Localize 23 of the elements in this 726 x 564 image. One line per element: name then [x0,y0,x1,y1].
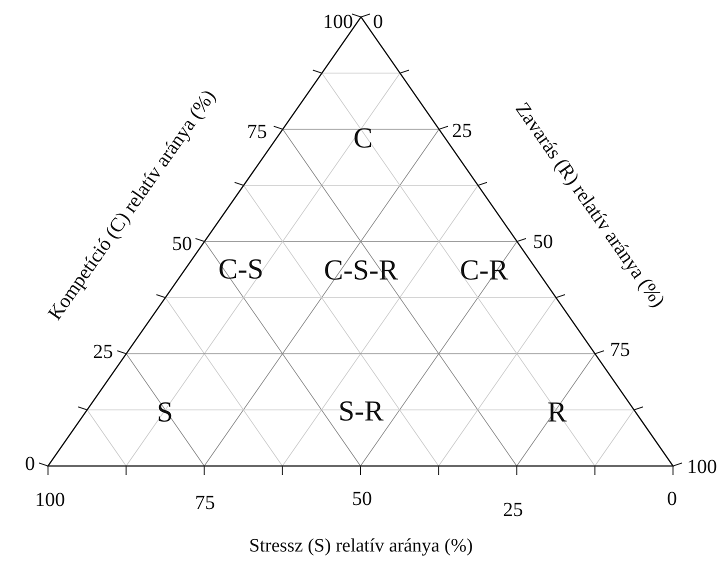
tick-label: 50 [352,489,372,509]
tick-label: 50 [533,232,553,252]
tick-label: 25 [93,342,113,362]
region-label: C-R [460,256,508,286]
tick-label: 100 [35,490,65,510]
tick-label: 100 [687,457,717,477]
tick-label: 75 [195,493,215,513]
tick-label: 75 [247,122,267,142]
tick-label: 0 [667,489,677,509]
region-label: C [353,124,373,154]
tick-label: 25 [503,500,523,520]
region-label: S-R [338,398,384,426]
region-label: R [547,398,567,428]
tick-label: 25 [452,121,472,141]
region-label: C-S-R [324,256,398,286]
region-label: S [156,398,174,428]
tick-label: 50 [172,234,192,254]
tick-label: 0 [25,454,35,474]
tick-label: 0 [373,12,383,32]
region-label: C-S [218,256,264,284]
tick-label: 75 [610,340,630,360]
tick-label: 100 [323,12,353,32]
axis-title: Stressz (S) relatív aránya (%) [249,536,473,556]
